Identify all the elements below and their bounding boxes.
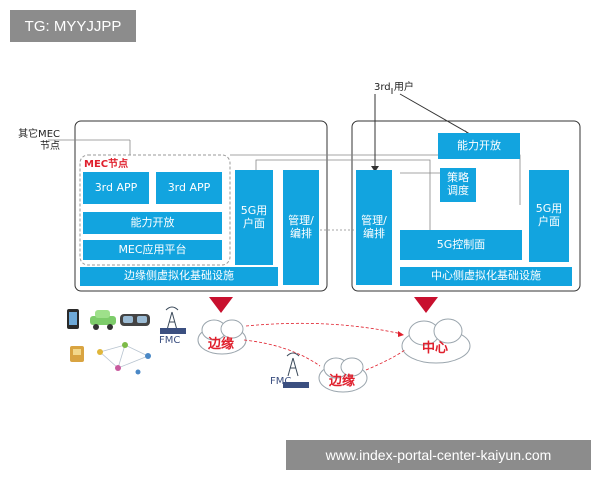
vr-glasses-icon	[120, 314, 150, 326]
fmc-label-1: FMC	[159, 335, 181, 346]
edge-edge-link	[243, 339, 321, 367]
center-label: 中心	[422, 341, 449, 356]
third-app-1: 3rd APP	[83, 172, 149, 204]
center-virtual-infra: 中心侧虚拟化基础设施	[400, 267, 572, 286]
mec-app-platform: MEC应用平台	[83, 240, 222, 260]
other-mec-label: 其它MEC 节点	[8, 129, 60, 153]
third-user-arrow-2	[399, 93, 471, 135]
5g-control-plane: 5G控制面	[400, 230, 522, 260]
router-icon-1	[160, 328, 186, 334]
router-icon-2	[283, 382, 309, 388]
capability-link	[230, 147, 446, 156]
edge-center-link	[245, 322, 403, 335]
edge-label-1: 边缘	[208, 337, 235, 352]
center-triangle	[414, 297, 438, 313]
left-5g-user-plane: 5G用户面	[235, 170, 273, 265]
edge2-center-link	[365, 349, 406, 371]
right-management-orchestration: 管理/编排	[356, 170, 392, 285]
other-mec-line2: 节点	[40, 141, 60, 152]
iot-network-icon	[97, 342, 151, 375]
fmc-label-2: FMC	[270, 376, 292, 387]
mec-node-box	[79, 154, 231, 266]
website-watermark: www.index-portal-center-kaiyun.com	[286, 440, 591, 470]
third-app-2: 3rd APP	[156, 172, 222, 204]
edge-cloud-2	[318, 357, 368, 393]
left-capability-open: 能力开放	[83, 212, 222, 234]
other-mec-line1: 其它MEC	[18, 129, 60, 140]
edge-virtual-infra: 边缘侧虚拟化基础设施	[80, 267, 278, 286]
center-cloud	[401, 318, 471, 364]
right-capability-open: 能力开放	[438, 133, 520, 159]
edge-cloud-1	[197, 319, 247, 355]
edge-triangle	[209, 297, 233, 313]
right-5g-user-plane: 5G用户面	[529, 170, 569, 262]
tower-icon-2	[286, 352, 300, 377]
left-management-orchestration: 管理/编排	[283, 170, 319, 285]
edge-label-2: 边缘	[329, 374, 356, 389]
car-icon	[90, 310, 116, 330]
tower-icon-1	[165, 306, 179, 331]
left-frame	[74, 120, 328, 292]
policy-scheduling: 策略调度	[440, 168, 476, 202]
tg-tag: TG: MYYJJPP	[10, 10, 136, 42]
sensor-icon	[70, 346, 84, 362]
mec-node-label: MEC节点	[84, 159, 129, 170]
third-user-label: 3rd 用户	[374, 82, 414, 93]
right-frame	[351, 120, 581, 292]
